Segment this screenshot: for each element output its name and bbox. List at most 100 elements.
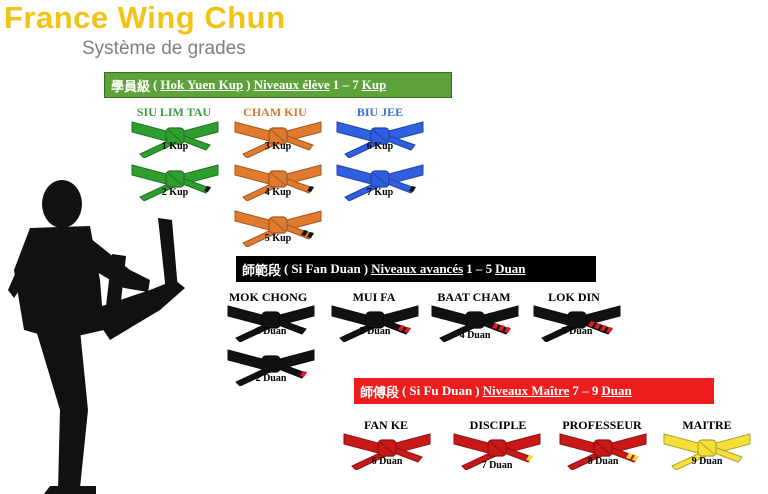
belt-stripe: [594, 323, 601, 329]
belt-label: 4 Kup: [264, 187, 292, 198]
belt-left-band: [227, 305, 267, 327]
belt-label: 6 Kup: [366, 141, 394, 152]
banner-level: Niveaux Maître: [482, 383, 570, 398]
column-lok-din: LOK DIN: [548, 290, 600, 304]
belt-stripe: [300, 371, 307, 377]
banner-name: Si Fan Duan: [291, 261, 361, 276]
column-disciple: DISCIPLE: [469, 418, 527, 432]
belt-label: 1 Kup: [161, 141, 189, 152]
belt-stripe: [606, 327, 613, 333]
belt-3-duan: [331, 305, 419, 342]
banner-si-fu-duan: 師傅段 ( Si Fu Duan ) Niveaux Maître 7 – 9 …: [354, 378, 714, 404]
belt-6-kup: [336, 121, 424, 158]
belt-knot-fold: [367, 313, 383, 327]
belt-2-kup: [131, 164, 219, 201]
belt-stripe: [398, 325, 405, 331]
belt-7-kup: [336, 164, 424, 201]
belt-stripe: [626, 453, 633, 459]
banner-range: 1 – 7: [332, 77, 359, 92]
practitioner-silhouette: [8, 180, 185, 494]
belt-knot-fold: [595, 441, 611, 455]
belt-left-band: [234, 210, 274, 232]
page-subtitle: Système de grades: [82, 38, 246, 59]
belt-knot-fold: [270, 218, 286, 232]
column-professeur: PROFESSEUR: [562, 418, 642, 432]
belt-label: 1 Duan: [255, 326, 287, 337]
belt-8-duan: [559, 433, 647, 470]
belt-7-duan: [453, 433, 541, 470]
belt-left-band: [431, 305, 471, 327]
belt-knot-fold: [372, 172, 388, 186]
belt-left-band: [336, 121, 376, 143]
belt-label: 5 Duan: [561, 326, 593, 337]
belt-label: 2 Kup: [161, 187, 189, 198]
belt-stripe: [526, 455, 533, 461]
belt-left-band: [227, 349, 267, 371]
belt-1-duan: [227, 305, 315, 342]
belt-knot-fold: [467, 313, 483, 327]
banner-hok-yuen-kup: 學員級 ( Hok Yuen Kup ) Niveaux élève 1 – 7…: [104, 72, 452, 98]
banner-si-fan-duan: 師範段 ( Si Fan Duan ) Niveaux avancés 1 – …: [236, 256, 596, 282]
belt-stripe: [301, 230, 308, 236]
belt-left-band: [453, 433, 493, 455]
banner-close: ): [475, 383, 480, 398]
belt-stripe: [204, 186, 211, 192]
belt-label: 2 Duan: [255, 373, 287, 384]
belt-knot-fold: [372, 129, 388, 143]
belt-knot-fold: [569, 313, 585, 327]
banner-range: 7 – 9: [572, 383, 599, 398]
belt-left-band: [131, 164, 171, 186]
belt-label: 7 Duan: [481, 460, 513, 471]
column-mok-chong: MOK CHONG: [228, 290, 308, 304]
belt-left-band: [234, 121, 274, 143]
banner-name: Hok Yuen Kup: [160, 77, 244, 92]
banner-range: 1 – 5: [466, 261, 493, 276]
banner-cjk: 學員級: [111, 78, 151, 94]
belt-knot-fold: [489, 441, 505, 455]
belt-1-kup: [131, 121, 219, 158]
column-cham-kiu: CHAM KIU: [243, 105, 307, 119]
banner-cjk: 師範段: [242, 262, 282, 278]
belt-label: 7 Kup: [366, 187, 394, 198]
banner-close: ): [363, 261, 369, 276]
belt-knot-fold: [270, 129, 286, 143]
belt-9-duan: [663, 433, 751, 470]
belt-left-band: [343, 433, 383, 455]
belt-label: 4 Duan: [459, 330, 491, 341]
column-biu-jee: BIU JEE: [356, 105, 404, 119]
belt-left-band: [234, 164, 274, 186]
belt-knot-fold: [270, 172, 286, 186]
column-maitre: MAITRE: [682, 418, 732, 432]
belt-knot-fold: [263, 357, 279, 371]
belt-stripe: [404, 327, 411, 333]
banner-cjk: 師傅段: [360, 384, 400, 400]
belt-stripe: [307, 232, 314, 238]
belt-stripe: [307, 186, 314, 192]
belt-left-band: [559, 433, 599, 455]
belt-label: 5 Kup: [264, 233, 292, 244]
banner-unit: Kup: [361, 77, 387, 92]
belt-knot-fold: [379, 441, 395, 455]
column-siu-lim-tau: SIU LIM TAU: [136, 105, 212, 119]
belt-stripe: [409, 186, 416, 192]
banner-open: (: [153, 77, 158, 92]
column-baat-cham: BAAT CHAM: [437, 290, 511, 304]
belt-label: 3 Duan: [359, 326, 391, 337]
belt-left-band: [663, 433, 703, 455]
belt-4-duan: [431, 305, 519, 342]
column-mui-fa: MUI FA: [352, 290, 396, 304]
belt-5-kup: [234, 210, 322, 247]
belt-stripe: [498, 325, 505, 331]
belt-2-duan: [227, 349, 315, 386]
belt-left-band: [336, 164, 376, 186]
banner-unit: Duan: [601, 383, 632, 398]
belt-stripe: [504, 327, 511, 333]
belt-label: 3 Kup: [264, 141, 292, 152]
banner-open: (: [402, 383, 407, 398]
banner-open: (: [284, 261, 289, 276]
belt-5-duan: [533, 305, 621, 342]
banner-unit: Duan: [495, 261, 526, 276]
belt-stripe: [588, 321, 595, 327]
belt-label: 8 Duan: [587, 456, 619, 467]
belt-left-band: [131, 121, 171, 143]
